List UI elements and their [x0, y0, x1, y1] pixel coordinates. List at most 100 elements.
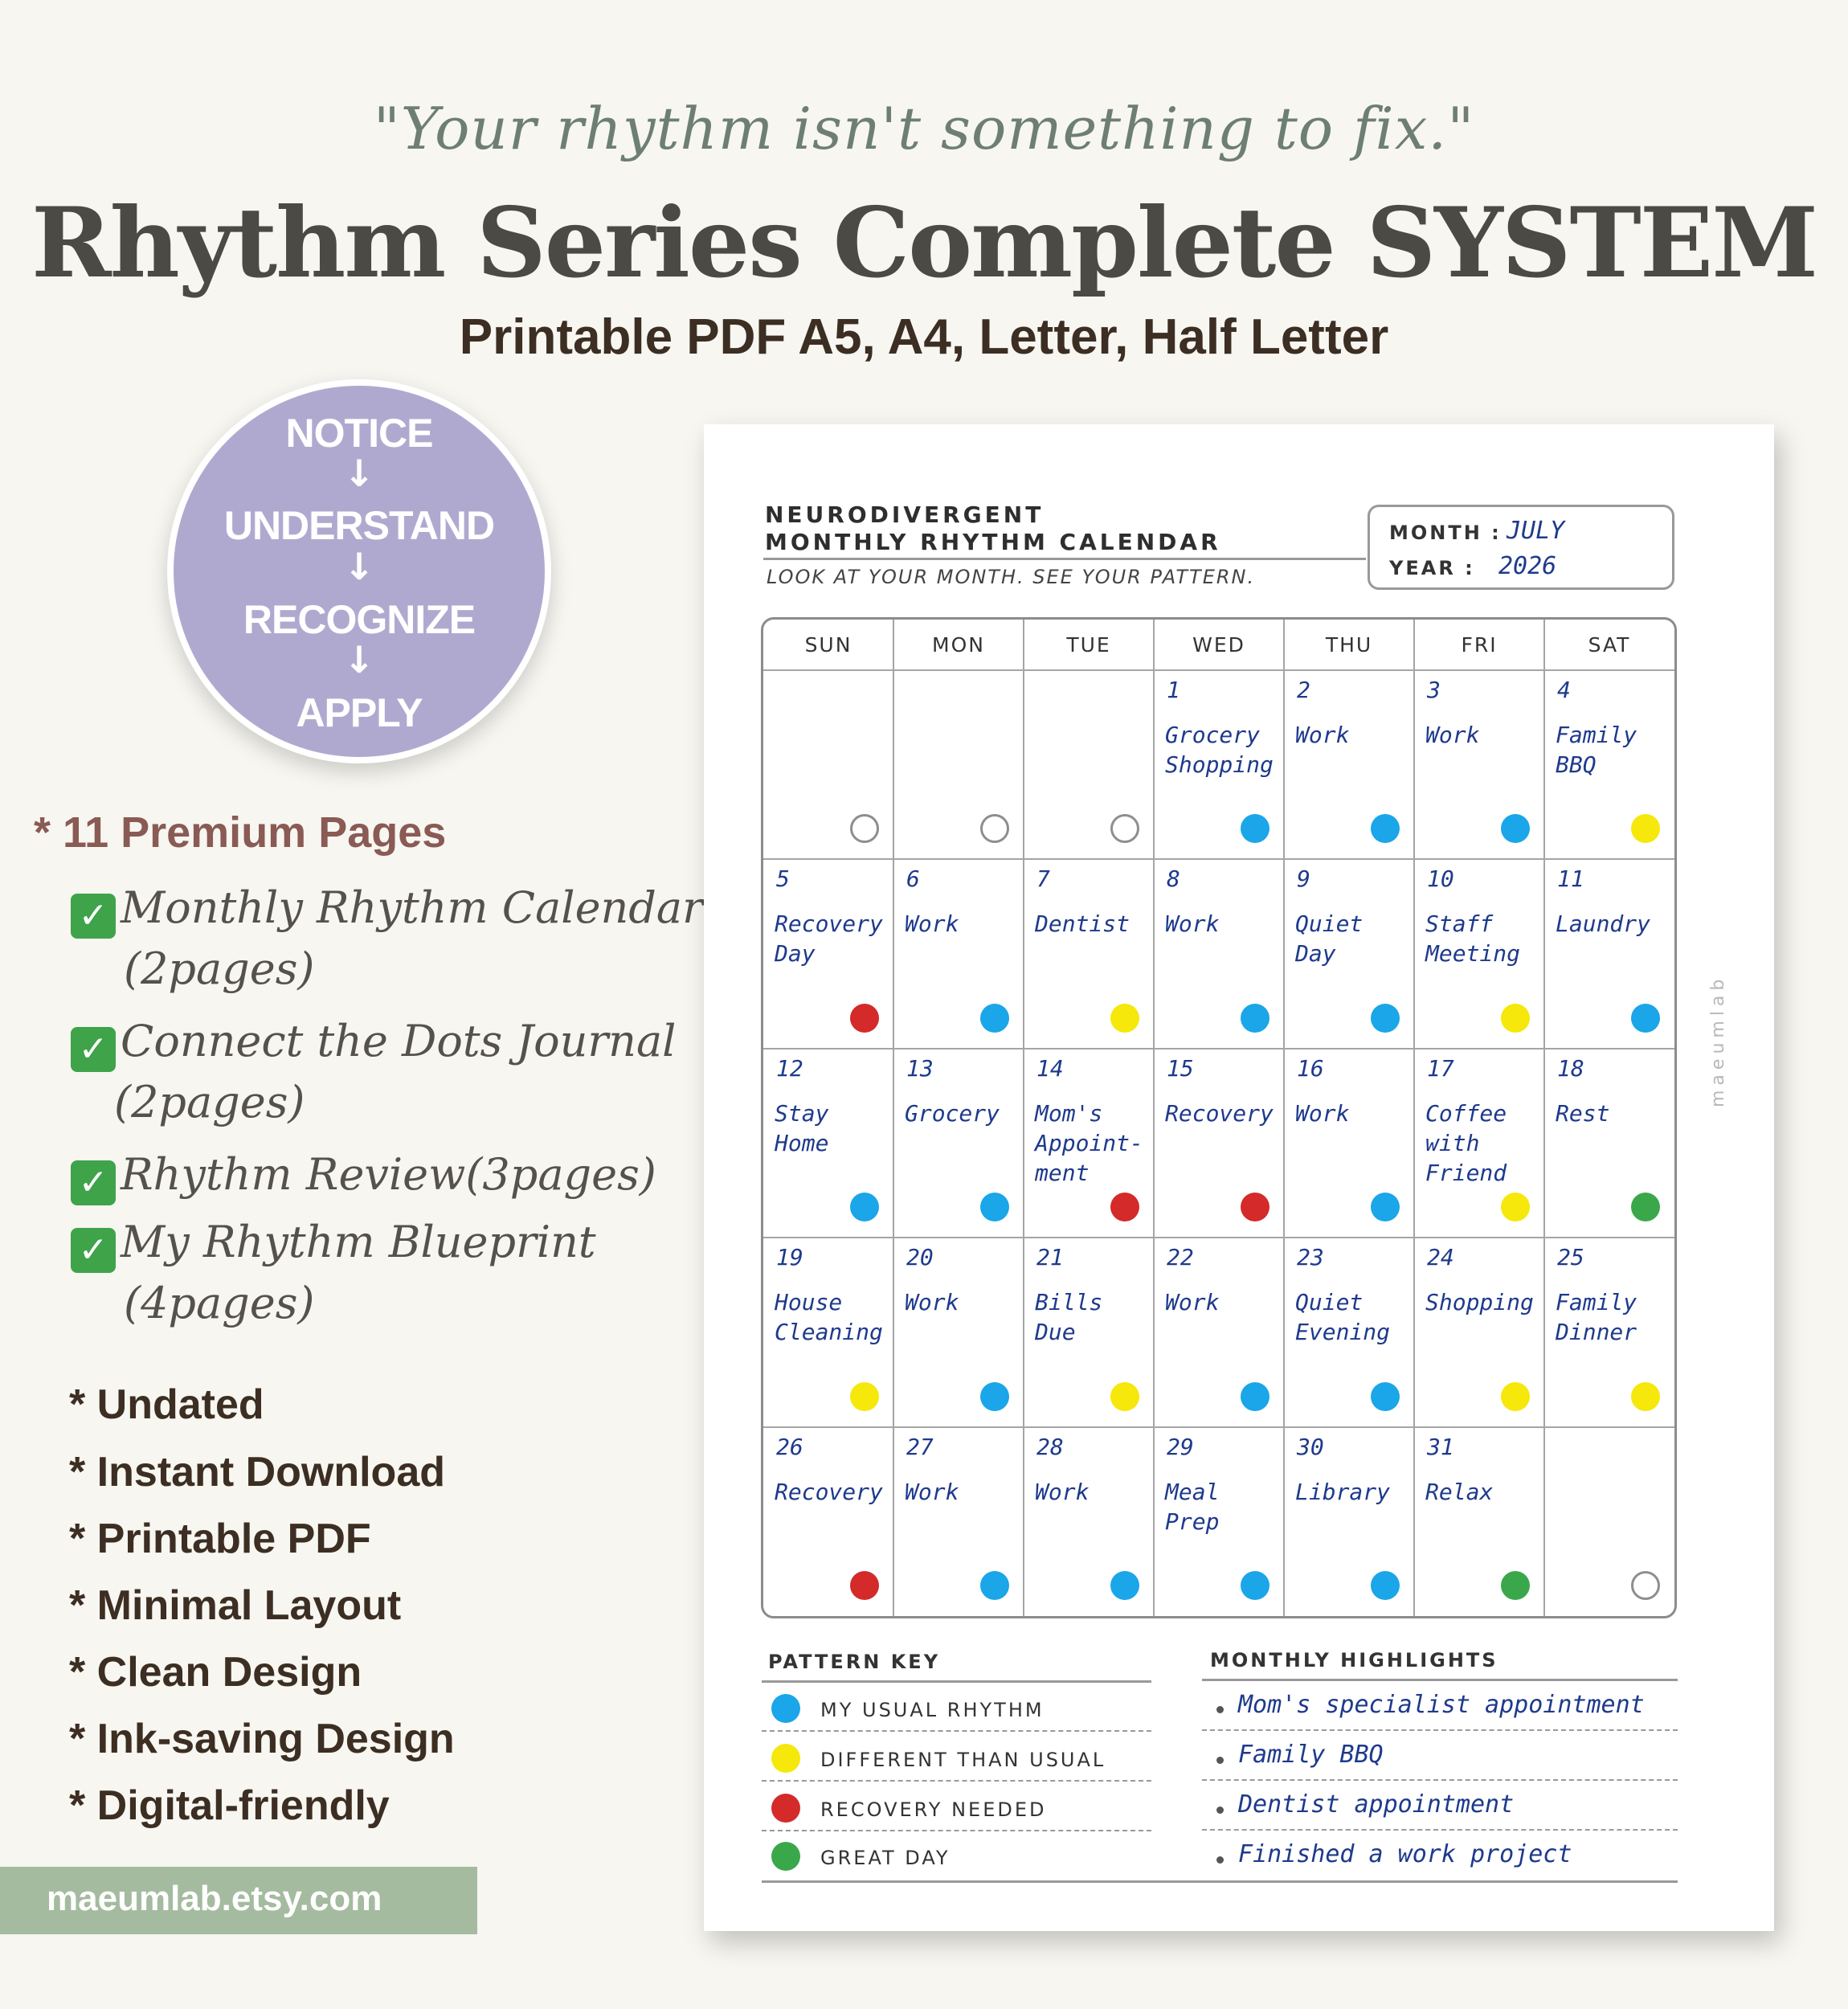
grid-column-line	[1153, 620, 1155, 1616]
recovery-dot[interactable]	[850, 1571, 879, 1600]
day-event: Recovery	[1165, 1099, 1274, 1127]
day-number: 2	[1297, 677, 1310, 703]
day-event: House Cleaning	[775, 1289, 883, 1346]
grid-row-line	[763, 1237, 1674, 1239]
usual-dot[interactable]	[1241, 1381, 1269, 1411]
different-dot[interactable]	[1631, 1381, 1660, 1411]
usual-dot[interactable]	[980, 1193, 1009, 1222]
day-event: Grocery Shopping	[1165, 722, 1274, 778]
checkmark-icon: ✓	[71, 1228, 116, 1273]
day-event: Quiet Evening	[1295, 1289, 1391, 1346]
highlight-item: Dentist appointment	[1238, 1790, 1515, 1819]
arrow-down-icon: ↓	[343, 545, 375, 588]
page-item-rhythm-review: ✓Rhythm Review(3pages)	[71, 1144, 656, 1205]
day-event: Family Dinner	[1556, 1289, 1637, 1346]
day-event: Recovery	[775, 1478, 883, 1505]
usual-dot[interactable]	[1241, 1003, 1269, 1033]
weekday-header: MON	[932, 633, 985, 657]
page-item-monthly-calendar: ✓Monthly Rhythm Calendar (2pages)	[71, 878, 703, 1000]
day-number: 12	[776, 1054, 803, 1082]
day-number: 21	[1036, 1244, 1064, 1271]
different-dot	[771, 1744, 800, 1773]
day-number: 22	[1167, 1244, 1194, 1271]
different-dot[interactable]	[850, 1381, 879, 1411]
usual-dot[interactable]	[1371, 1193, 1400, 1222]
day-number: 9	[1297, 865, 1310, 893]
grid-column-line	[1543, 620, 1545, 1616]
usual-dot[interactable]	[1501, 814, 1530, 844]
page-item-blueprint: ✓My Rhythm Blueprint (4pages)	[71, 1212, 596, 1334]
calendar-tagline: LOOK AT YOUR MONTH. SEE YOUR PATTERN.	[767, 566, 1256, 588]
great-dot[interactable]	[1631, 1193, 1660, 1222]
weekday-header: SUN	[804, 633, 852, 657]
day-event: Meal Prep	[1165, 1478, 1220, 1535]
grid-column-line	[1023, 620, 1024, 1616]
different-dot[interactable]	[1501, 1193, 1530, 1222]
usual-dot[interactable]	[1241, 814, 1269, 844]
month-label: MONTH :	[1389, 522, 1502, 544]
empty-circle-icon[interactable]	[1110, 814, 1139, 844]
day-number: 26	[776, 1433, 803, 1460]
usual-dot[interactable]	[1371, 1571, 1400, 1600]
weekday-header: THU	[1325, 633, 1373, 657]
calendar-title-line2: MONTHLY RHYTHM CALENDAR	[765, 529, 1221, 555]
usual-dot[interactable]	[1371, 1003, 1400, 1033]
grid-row-line	[763, 858, 1674, 861]
day-number: 7	[1036, 865, 1050, 893]
usual-dot[interactable]	[1241, 1571, 1269, 1600]
different-dot[interactable]	[1110, 1003, 1139, 1033]
usual-dot[interactable]	[980, 1381, 1009, 1411]
page-item-title: Connect the Dots Journal	[121, 1016, 677, 1066]
day-event: Bills Due	[1035, 1289, 1103, 1346]
usual-dot[interactable]	[1631, 1003, 1660, 1033]
usual-dot[interactable]	[1110, 1571, 1139, 1600]
day-event: Coffee with Friend	[1425, 1099, 1507, 1186]
arrow-down-icon: ↓	[343, 638, 375, 681]
usual-dot[interactable]	[980, 1571, 1009, 1600]
pages-heading: * 11 Premium Pages	[34, 808, 447, 857]
highlights-divider	[1202, 1679, 1678, 1681]
feature-printable-pdf: * Printable PDF	[69, 1516, 371, 1562]
day-event: Grocery	[905, 1099, 1000, 1127]
dashed-divider	[762, 1730, 1151, 1732]
weekday-header: TUE	[1066, 633, 1111, 657]
day-event: Work	[1295, 722, 1350, 748]
badge-step-understand: UNDERSTAND	[223, 503, 495, 548]
day-number: 13	[906, 1054, 934, 1082]
different-dot[interactable]	[1501, 1003, 1530, 1033]
badge-step-recognize: RECOGNIZE	[243, 597, 476, 642]
empty-circle-icon[interactable]	[980, 814, 1009, 844]
weekday-header: SAT	[1588, 633, 1631, 657]
usual-dot[interactable]	[850, 1193, 879, 1222]
day-number: 3	[1427, 677, 1441, 703]
weekday-header: FRI	[1461, 633, 1498, 657]
empty-circle-icon[interactable]	[850, 814, 879, 844]
shop-link[interactable]: maeumlab.etsy.com	[47, 1879, 382, 1918]
grid-row-line	[763, 1426, 1674, 1428]
recovery-dot[interactable]	[1241, 1193, 1269, 1222]
key-label-recovery: RECOVERY NEEDED	[820, 1798, 1047, 1821]
different-dot[interactable]	[1631, 814, 1660, 844]
great-dot[interactable]	[1501, 1571, 1530, 1600]
usual-dot[interactable]	[980, 1003, 1009, 1033]
usual-dot[interactable]	[1371, 1381, 1400, 1411]
empty-circle-icon[interactable]	[1631, 1571, 1660, 1600]
different-dot[interactable]	[1501, 1381, 1530, 1411]
recovery-dot	[771, 1794, 800, 1823]
recovery-dot[interactable]	[850, 1003, 879, 1033]
day-event: Rest	[1556, 1099, 1610, 1127]
day-number: 15	[1167, 1054, 1194, 1082]
product-title: Rhythm Series Complete SYSTEM	[31, 186, 1818, 300]
day-number: 19	[776, 1244, 803, 1271]
highlight-item: Finished a work project	[1238, 1840, 1572, 1868]
pattern-key-title: PATTERN KEY	[768, 1651, 941, 1673]
day-number: 29	[1167, 1433, 1194, 1460]
highlight-item: Mom's specialist appointment	[1238, 1691, 1645, 1719]
recovery-dot[interactable]	[1110, 1193, 1139, 1222]
bullet-icon	[1216, 1706, 1224, 1713]
different-dot[interactable]	[1110, 1381, 1139, 1411]
usual-dot[interactable]	[1371, 814, 1400, 844]
day-number: 30	[1297, 1433, 1324, 1460]
day-number: 17	[1427, 1054, 1454, 1082]
tagline-quote: "Your rhythm isn't something to fix."	[373, 95, 1475, 162]
